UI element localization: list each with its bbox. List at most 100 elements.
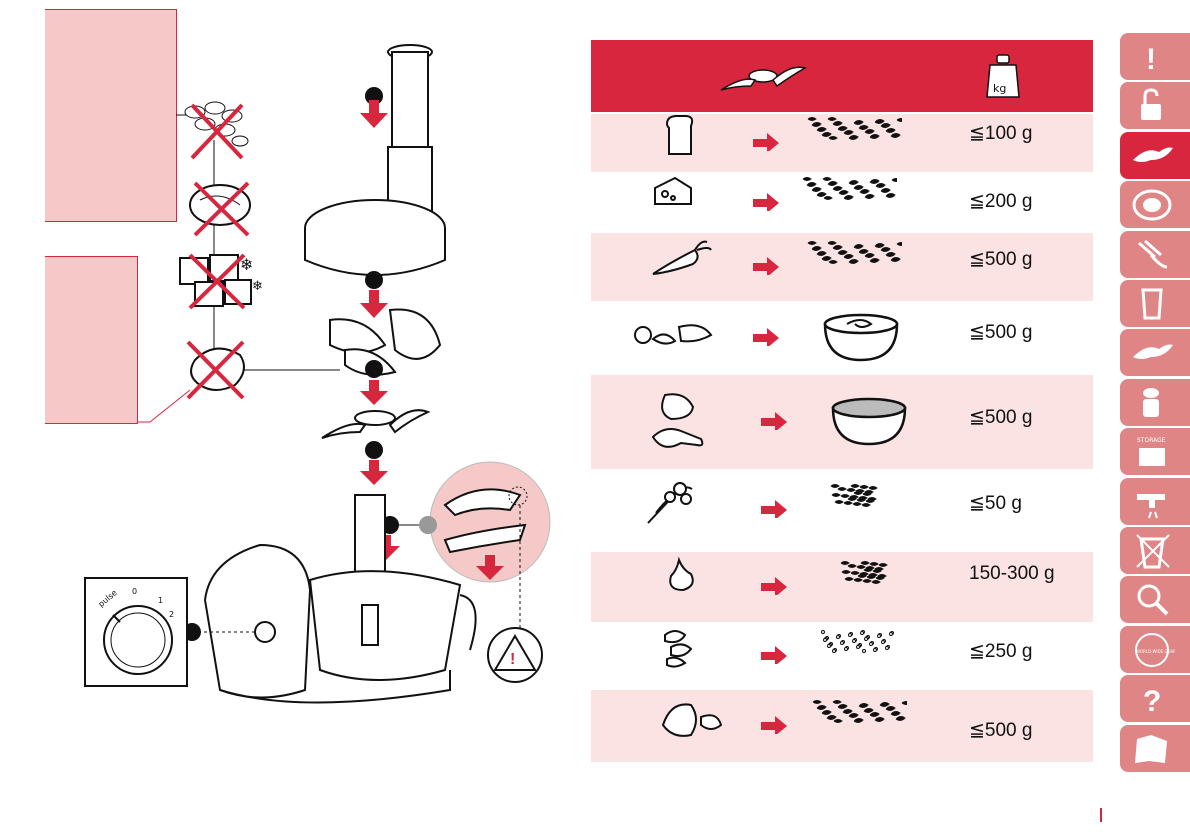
down-arrow-icon	[360, 100, 388, 128]
blade-warning-icon: !	[487, 627, 543, 683]
disc-icon	[1132, 189, 1172, 221]
bread-icon	[665, 115, 694, 155]
cross-icon	[193, 181, 250, 237]
disc-icon[interactable]	[1120, 181, 1190, 229]
svg-text:?: ?	[1143, 685, 1161, 717]
crumbs-icon	[807, 241, 902, 264]
juicer-icon	[1143, 387, 1159, 417]
whisk-icon[interactable]	[1120, 230, 1190, 278]
table-row: ≦250 g	[591, 623, 1093, 689]
right-arrow-icon	[753, 328, 779, 346]
chopping-blade-icon	[1133, 147, 1173, 162]
svg-text:!: !	[510, 651, 515, 668]
storage-box-icon: STORAGE	[1137, 437, 1166, 467]
padlock-open-icon[interactable]	[1120, 82, 1190, 130]
cross-icon	[186, 340, 245, 400]
right-arrow-icon	[761, 412, 787, 430]
table-row: ≦100 g	[591, 114, 1093, 172]
world-guarantee-icon[interactable]: WORLD-WIDE GUARANTEE	[1120, 625, 1190, 673]
world-guarantee-icon: WORLD-WIDE GUARANTEE	[1135, 632, 1175, 667]
page-marker	[1100, 808, 1102, 822]
blade-detail-illustration	[443, 488, 527, 554]
juicer-icon[interactable]	[1120, 378, 1190, 426]
tap-cleaning-icon	[1137, 493, 1165, 518]
right-arrow-icon	[753, 257, 779, 275]
kg-label: kg	[993, 82, 1007, 95]
info-callout-top	[45, 9, 177, 222]
amount-label: ≦500 g	[969, 249, 1033, 270]
table-row: ≦500 g	[591, 690, 1093, 762]
table-row: ≦50 g	[591, 470, 1093, 550]
chopped-garlic-icon	[840, 561, 888, 584]
blender-jug-icon	[1141, 288, 1163, 320]
minced-bowl-icon	[831, 397, 907, 446]
down-arrow-icon	[360, 380, 388, 405]
table-row: ≦500 g	[591, 233, 1093, 301]
blade-icon[interactable]	[1120, 329, 1190, 377]
right-arrow-icon	[761, 716, 787, 734]
magnifier-icon	[1137, 584, 1169, 616]
question-icon[interactable]: ?	[1120, 675, 1190, 723]
tap-cleaning-icon[interactable]	[1120, 477, 1190, 525]
svg-text:❄: ❄	[240, 255, 253, 274]
food-pusher-illustration	[387, 44, 433, 228]
info-callout-bottom	[45, 256, 138, 424]
blender-jug-icon[interactable]	[1120, 280, 1190, 327]
table-row: 150-300 g	[591, 552, 1093, 622]
assembly-illustration: ❄ ❄	[84, 44, 551, 704]
cheese-icon	[654, 176, 692, 205]
disposal-bin-icon[interactable]	[1120, 527, 1190, 574]
table-row: ≦500 g	[591, 302, 1093, 374]
table-header: kg	[591, 40, 1093, 112]
chopping-blade-illustration	[321, 409, 431, 439]
svg-text:WORLD-WIDE GUARANTEE: WORLD-WIDE GUARANTEE	[1136, 649, 1175, 654]
blade-icon	[1133, 344, 1173, 360]
right-arrow-icon	[761, 577, 787, 595]
crumbs-icon	[812, 700, 907, 723]
herbs-icon	[647, 482, 693, 524]
fruit-icon	[634, 324, 713, 345]
booklet-icon	[1135, 734, 1167, 763]
table-row: ≦200 g	[591, 174, 1093, 232]
disposal-bin-icon	[1136, 534, 1170, 569]
lid-illustration	[304, 199, 446, 276]
table-row: ≦500 g	[591, 375, 1093, 469]
blade-disc-icon	[720, 66, 807, 91]
amount-label: 150-300 g	[969, 563, 1055, 584]
warning-exclamation-icon[interactable]: !	[1120, 33, 1190, 80]
ground-nuts-icon	[821, 630, 894, 653]
booklet-icon[interactable]	[1120, 724, 1190, 772]
dial-label-2: 2	[169, 610, 175, 619]
down-arrow-icon	[360, 460, 388, 485]
warning-exclamation-icon: !	[1146, 43, 1156, 75]
right-arrow-icon	[753, 193, 779, 211]
onion-pieces-illustration	[329, 308, 442, 376]
right-arrow-icon	[761, 646, 787, 664]
padlock-open-icon	[1141, 88, 1161, 121]
svg-text:!: !	[1146, 43, 1156, 75]
amount-label: ≦500 g	[969, 322, 1033, 343]
garlic-icon	[669, 556, 694, 592]
dial-label-1: 1	[158, 596, 164, 605]
carrot-icon	[652, 240, 712, 275]
amount-label: ≦250 g	[969, 641, 1033, 662]
crumbs-icon	[802, 177, 897, 200]
amount-label: ≦500 g	[969, 720, 1033, 741]
amount-label: ≦500 g	[969, 407, 1033, 428]
dial-label-0: 0	[132, 587, 138, 596]
amount-label: ≦200 g	[969, 191, 1033, 212]
question-icon: ?	[1143, 685, 1161, 717]
meat-icon	[651, 393, 704, 448]
chopped-herbs-icon	[830, 484, 878, 507]
magnifier-icon[interactable]	[1120, 576, 1190, 624]
section-tab-strip: ! STORAGE WORLD-WIDE GUARANTEE?	[1120, 33, 1190, 778]
cross-icon	[190, 103, 244, 160]
storage-box-icon[interactable]: STORAGE	[1120, 428, 1190, 476]
chopping-blade-icon[interactable]	[1120, 131, 1190, 179]
right-arrow-icon	[753, 133, 779, 151]
onion-icon	[661, 703, 723, 737]
food-processor-illustration	[203, 494, 477, 704]
svg-text:STORAGE: STORAGE	[1137, 437, 1166, 444]
quantities-table: kg ≦100 g ≦200 g ≦500 g ≦500 g ≦500 g ≦50 g 15…	[591, 40, 1093, 762]
down-arrow-icon	[360, 290, 388, 318]
